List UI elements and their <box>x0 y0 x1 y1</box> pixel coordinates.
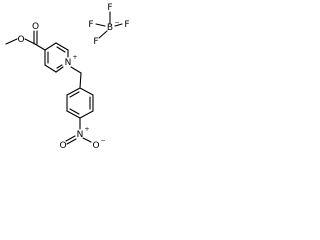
bond-carbonyl-ring <box>34 43 46 51</box>
bond-o-carbonyl-c <box>24 38 36 45</box>
charge-n-pyridinium: + <box>72 54 77 61</box>
bond-b-f-bottom <box>98 30 108 39</box>
atom-o-nitro-single: O <box>92 141 99 151</box>
atom-n-pyridinium: N <box>65 58 72 68</box>
ring-bond-2 <box>44 64 57 73</box>
benzene-inner-bond-c <box>69 91 80 98</box>
benzene-bond-4 <box>66 110 81 119</box>
ring-bond-5 <box>55 42 69 51</box>
tetrafluoroborate-ion: F F B − F F <box>88 3 129 47</box>
benzene-inner-bond-b <box>69 108 80 115</box>
benzene-bond-1 <box>79 87 94 96</box>
atom-f-left: F <box>88 20 93 30</box>
charge-n-nitro: + <box>84 126 89 133</box>
ring-bond-6 <box>44 42 57 51</box>
charge-b: − <box>114 19 119 26</box>
methyl-ester-group: O O <box>5 22 46 51</box>
benzene-bond-3 <box>79 110 94 119</box>
ring-inner-bond-b <box>56 46 66 53</box>
structure-diagram: O O N + N + O O <box>5 3 130 151</box>
bond-n-ch2 <box>70 66 82 74</box>
ring-bond-3 <box>55 66 64 73</box>
nitrobenzyl-group <box>66 66 94 130</box>
bond-nitro-o-single <box>82 137 92 143</box>
atom-n-nitro: N <box>77 130 84 140</box>
ring-inner-bond-c <box>56 64 63 69</box>
pyridinium-ring: N + <box>44 42 78 73</box>
bond-b-f-left <box>95 23 106 27</box>
benzene-bond-6 <box>66 87 81 96</box>
bond-nitro-o-double-b <box>66 138 77 145</box>
bond-b-f-right <box>114 23 123 27</box>
bond-nitro-o-double-a <box>65 135 76 142</box>
atom-f-top: F <box>107 3 112 13</box>
atom-o-ether: O <box>17 35 24 45</box>
atom-f-right: F <box>124 20 129 30</box>
atom-o-nitro-double: O <box>59 141 66 151</box>
charge-o-nitro: − <box>100 137 105 144</box>
bond-methyl-o <box>5 38 18 45</box>
bond-ch2-ring <box>79 72 82 89</box>
atom-f-bottom: F <box>93 37 98 47</box>
atom-o-carbonyl: O <box>32 22 39 32</box>
nitro-group: N + O O − <box>59 126 105 151</box>
atom-b: B <box>107 23 113 33</box>
